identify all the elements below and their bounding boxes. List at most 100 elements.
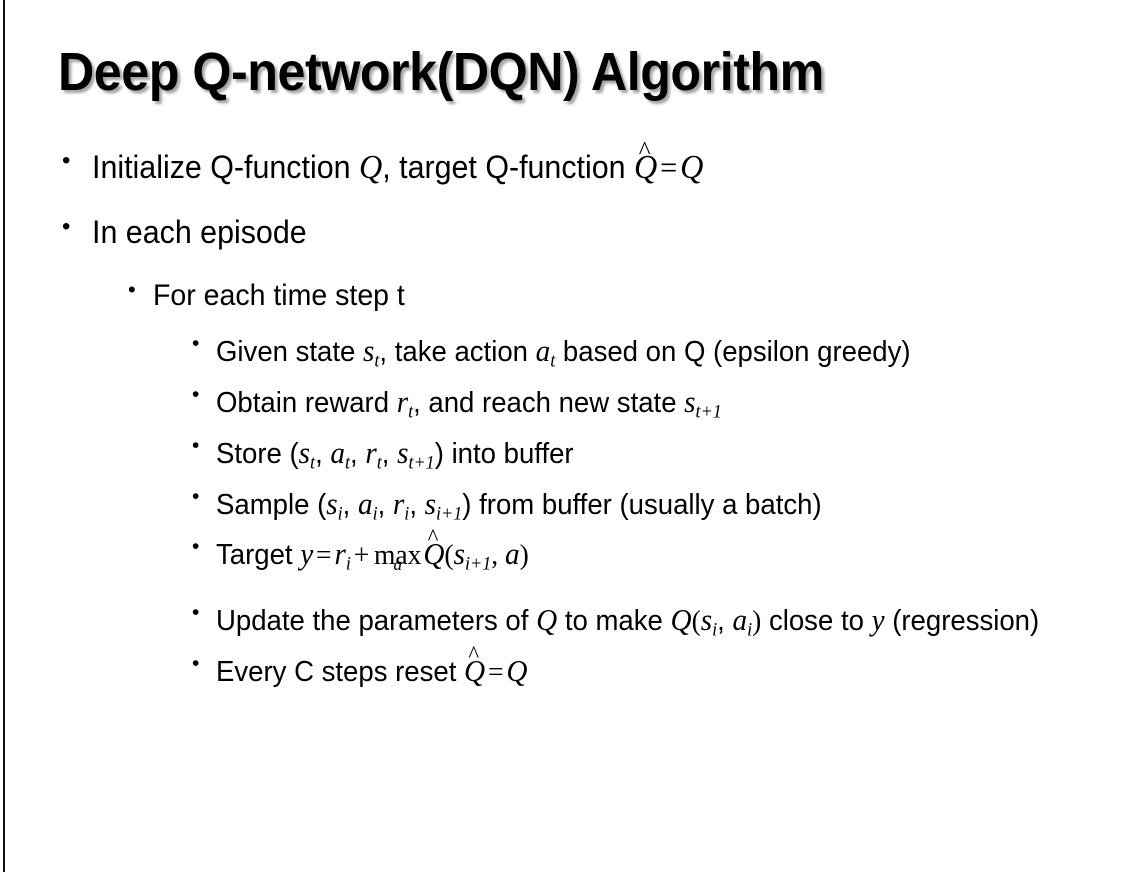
- bullet-item-store: • Store (st, at, rt, st+1) into buffer: [0, 433, 1124, 475]
- math-base: s: [424, 486, 437, 521]
- math-var-s: si: [700, 603, 717, 640]
- text-run: Given state: [216, 336, 364, 369]
- math-sub: t: [310, 452, 316, 474]
- math-base: s: [397, 435, 409, 470]
- math-var-r: ri: [334, 537, 350, 574]
- text-run: based on Q (epsilon greedy): [555, 336, 911, 369]
- math-var-a: at: [330, 436, 351, 474]
- math-var-r: ri: [392, 486, 409, 524]
- bullet-text-store: Store (st, at, rt, st+1) into buffer: [216, 435, 1079, 475]
- math-plus: +: [353, 539, 370, 572]
- math-paren-open: (: [444, 539, 454, 572]
- text-run: Every C steps reset: [216, 656, 465, 689]
- math-sub: i+1: [464, 553, 492, 575]
- bullet-list: • Initialize Q-function Q, target Q-func…: [0, 136, 1124, 700]
- math-sub: i+1: [436, 502, 463, 524]
- bullet-text-obtain-reward: Obtain reward rt, and reach new state st…: [216, 384, 1079, 424]
- bullet-text-time-step: For each time step t: [153, 278, 405, 312]
- bullet-item-obtain-reward: • Obtain reward rt, and reach new state …: [0, 382, 1124, 424]
- math-paren-open: (: [691, 605, 701, 638]
- bullet-item-given-state: • Given state st, take action at based o…: [0, 332, 1124, 373]
- bullet-dot-icon: •: [192, 382, 200, 406]
- math-var: Q: [634, 149, 658, 186]
- math-var-s: st: [298, 435, 316, 474]
- math-base: r: [392, 486, 405, 521]
- bullet-dot-icon: •: [62, 213, 71, 241]
- math-sub: t: [376, 452, 382, 474]
- math-var-q: Q: [680, 149, 704, 186]
- text-run: close to: [761, 605, 872, 638]
- math-base: a: [732, 603, 748, 638]
- bullet-text-given-state: Given state st, take action at based on …: [216, 333, 1079, 373]
- page-title: Deep Q-network(DQN) Algorithm: [58, 42, 824, 102]
- math-sub: t+1: [695, 401, 722, 423]
- bullet-dot-icon: •: [192, 332, 200, 356]
- bullet-dot-icon: •: [128, 276, 136, 302]
- text-run: ) from buffer (usually a batch): [462, 488, 822, 521]
- math-paren-close: ): [519, 539, 529, 572]
- math-var-q: Q: [358, 149, 383, 186]
- hat-accent: ^: [468, 641, 480, 668]
- bullet-text-reset: Every C steps reset ^Q=Q: [216, 643, 1079, 689]
- math-var-a: ai: [358, 487, 378, 524]
- math-var-a: a: [505, 537, 520, 572]
- math-sub: t: [408, 401, 414, 423]
- math-var-q: Q: [536, 603, 558, 638]
- math-base: s: [453, 537, 465, 572]
- bullet-item-sample: • Sample (si, ai, ri, si+1) from buffer …: [0, 484, 1124, 526]
- math-sep: ,: [350, 437, 366, 470]
- text-run: Sample (: [216, 488, 327, 521]
- math-paren-close: ): [752, 605, 762, 638]
- math-var: Q: [423, 537, 445, 572]
- bullet-dot-icon: •: [192, 484, 200, 508]
- text-run: (regression): [884, 605, 1040, 638]
- bullet-item-time-step: • For each time step t: [0, 276, 1124, 313]
- math-var-s: si: [326, 487, 342, 524]
- math-base: r: [396, 384, 409, 419]
- bullet-dot-icon: •: [192, 433, 200, 457]
- text-run: Store (: [216, 437, 299, 470]
- hat-accent: ^: [427, 525, 439, 552]
- bullet-text-update: Update the parameters of Q to make Q(si,…: [216, 602, 1079, 642]
- math-sep: ,: [342, 488, 358, 521]
- math-var-q: Q: [506, 654, 528, 689]
- bullet-dot-icon: •: [192, 652, 200, 676]
- math-var-s-next: st+1: [397, 435, 435, 474]
- math-var-a: ai: [732, 603, 752, 640]
- text-run: Target: [216, 539, 301, 572]
- bullet-dot-icon: •: [62, 147, 71, 174]
- math-sub: i: [747, 619, 753, 641]
- bullet-item-episode: • In each episode: [0, 213, 1124, 252]
- text-run: , target Q-function: [382, 149, 635, 185]
- bullet-dot-icon: •: [192, 535, 200, 559]
- math-sub: t+1: [408, 452, 435, 474]
- math-sub: t: [345, 452, 351, 474]
- math-base: s: [363, 334, 375, 369]
- math-var-r: rt: [365, 436, 382, 474]
- math-sep: ,: [315, 437, 331, 470]
- math-sep: ,: [381, 437, 398, 470]
- math-equals: =: [487, 656, 504, 689]
- math-var-q: Q: [670, 603, 692, 638]
- math-equals: =: [316, 539, 332, 572]
- text-run: , take action: [379, 336, 536, 369]
- math-sub: i: [345, 553, 351, 575]
- max-label: max: [373, 539, 422, 572]
- hat-accent: ^: [638, 134, 651, 165]
- math-var-s: st+1: [684, 385, 722, 423]
- math-base: s: [700, 603, 713, 638]
- bullet-dot-icon: •: [192, 601, 200, 625]
- math-sep: ,: [717, 605, 733, 638]
- text-run: , and reach new state: [413, 386, 685, 419]
- math-q-hat: ^Q: [423, 526, 445, 572]
- math-sep: ,: [377, 488, 393, 521]
- math-base: a: [535, 334, 551, 369]
- max-subscript: a: [393, 553, 402, 574]
- math-base: s: [298, 435, 311, 470]
- math-var-y: y: [871, 603, 885, 638]
- math-var-y: y: [300, 537, 314, 572]
- math-q-hat: ^Q: [464, 643, 485, 689]
- text-run: to make: [557, 605, 671, 638]
